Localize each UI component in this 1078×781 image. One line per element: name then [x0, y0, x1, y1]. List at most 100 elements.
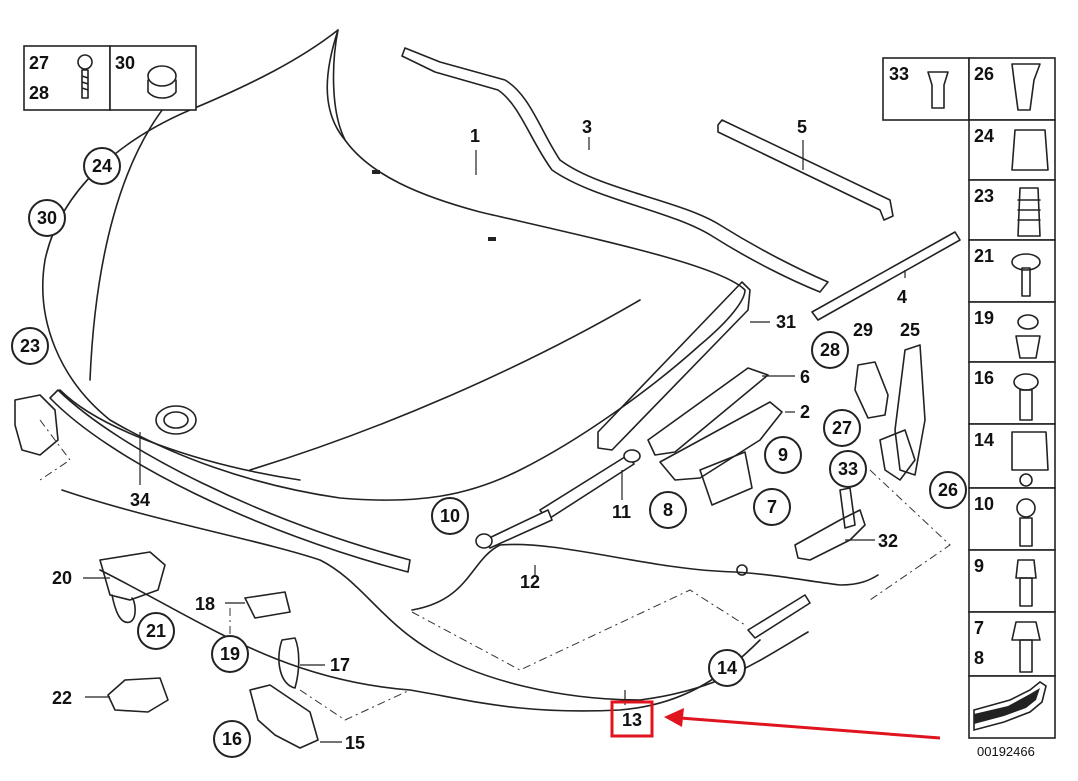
plate-6 [647, 367, 769, 456]
label-22: 22 [52, 688, 72, 708]
label-23-circled: 23 [20, 336, 40, 356]
rivet-19-body-icon [1015, 335, 1041, 359]
label-30-box: 30 [115, 53, 135, 73]
screw-head-icon [77, 54, 93, 70]
label-4: 4 [897, 287, 907, 307]
hood-seal-strip [49, 389, 411, 573]
hood-seal-rear [401, 47, 829, 293]
clip-24-icon [1011, 129, 1049, 171]
label-25: 25 [900, 320, 920, 340]
ball-stud-10-icon [1016, 498, 1036, 518]
clip-14-ball-icon [1019, 473, 1033, 487]
label-33-circled: 33 [838, 459, 858, 479]
plug-23-icon [1017, 187, 1041, 237]
diagram-id: 00192466 [977, 744, 1035, 759]
label-16-circled: 16 [222, 729, 242, 749]
clip-30-icon [147, 65, 177, 87]
label-7-box: 7 [974, 618, 984, 638]
label-16-box: 16 [974, 368, 994, 388]
label-18: 18 [195, 594, 215, 614]
label-27-box: 27 [29, 53, 49, 73]
circled-labels: 24 30 23 28 27 9 33 26 8 7 10 21 19 14 1… [11, 147, 967, 758]
lock-15 [249, 684, 319, 749]
label-13: 13 [622, 710, 642, 730]
clip-14-icon [1011, 431, 1049, 471]
label-6: 6 [800, 367, 810, 387]
leader-lines [83, 137, 906, 743]
gas-strut [475, 449, 641, 549]
hex-bolt-shank-icon [1019, 639, 1033, 673]
label-33-box: 33 [889, 64, 909, 84]
dash-15 [299, 689, 411, 721]
label-14-box: 14 [974, 430, 994, 450]
bracket-32-arm [839, 487, 856, 529]
dash-13 [411, 589, 746, 671]
cable-clip [736, 564, 748, 576]
label-9-circled: 9 [778, 445, 788, 465]
hex-bolt-icon [1011, 621, 1041, 641]
ball-stud-10-shank-icon [1019, 517, 1033, 547]
buffer-29 [854, 361, 889, 419]
stud-9-shank-icon [1019, 577, 1033, 607]
screw-21-shank-icon [1021, 267, 1031, 297]
stud-9-nut-icon [1015, 559, 1037, 579]
label-27-circled: 27 [832, 418, 852, 438]
label-15: 15 [345, 733, 365, 753]
label-31: 31 [776, 312, 796, 332]
label-7-circled: 7 [767, 497, 777, 517]
bracket-25 [894, 344, 926, 476]
screw-thread-icon [81, 69, 89, 99]
cable-main [99, 569, 761, 712]
clip-30-base-icon [147, 79, 177, 99]
dash-26 [869, 469, 951, 601]
label-32: 32 [878, 531, 898, 551]
label-10-circled: 10 [440, 506, 460, 526]
cap-22 [107, 677, 169, 713]
bracket-31 [597, 281, 751, 451]
highlight-arrow-head [664, 708, 684, 727]
label-19-box: 19 [974, 308, 994, 328]
cable-handle [747, 594, 811, 639]
highlight-arrow-line [679, 716, 941, 740]
screw-21-head-icon [1011, 253, 1041, 271]
label-17: 17 [330, 655, 350, 675]
label-3: 3 [582, 117, 592, 137]
label-21-box: 21 [974, 246, 994, 266]
label-24-box: 24 [974, 126, 994, 146]
part-labels: 1 3 5 4 31 6 2 29 25 11 34 12 32 20 18 1… [52, 117, 920, 753]
clip-18 [244, 591, 291, 619]
bracket-26-part [879, 429, 916, 481]
highlight-13: 13 [610, 700, 941, 740]
hood-part [42, 29, 746, 501]
latch-20-hook [111, 594, 136, 624]
label-1: 1 [470, 126, 480, 146]
dash-23 [39, 419, 71, 481]
label-20: 20 [52, 568, 72, 588]
hinge-2 [659, 401, 783, 481]
side-panel: 33 26 24 23 21 19 16 14 10 9 [882, 57, 1056, 759]
label-12: 12 [520, 572, 540, 592]
cable-12 [411, 543, 879, 611]
hood-lock-23 [14, 394, 59, 456]
seal-strip-5 [717, 119, 894, 221]
label-19-circled: 19 [220, 644, 240, 664]
grommet-33-icon [927, 71, 949, 109]
label-14-circled: 14 [717, 658, 737, 678]
bolt-16-shank-icon [1019, 389, 1033, 421]
top-left-box: 27 28 30 [23, 45, 197, 111]
label-5: 5 [797, 117, 807, 137]
label-29: 29 [853, 320, 873, 340]
label-23-box: 23 [974, 186, 994, 206]
highlight-box [610, 700, 654, 738]
bracket-7 [699, 451, 753, 506]
label-34: 34 [130, 490, 150, 510]
label-30-circled: 30 [37, 208, 57, 228]
label-28-circled: 28 [820, 340, 840, 360]
label-28-box: 28 [29, 83, 49, 103]
label-26-circled: 26 [938, 480, 958, 500]
seal-strip-4 [811, 231, 961, 321]
label-9-box: 9 [974, 556, 984, 576]
label-21-circled: 21 [146, 621, 166, 641]
rivet-19-icon [1017, 314, 1039, 330]
